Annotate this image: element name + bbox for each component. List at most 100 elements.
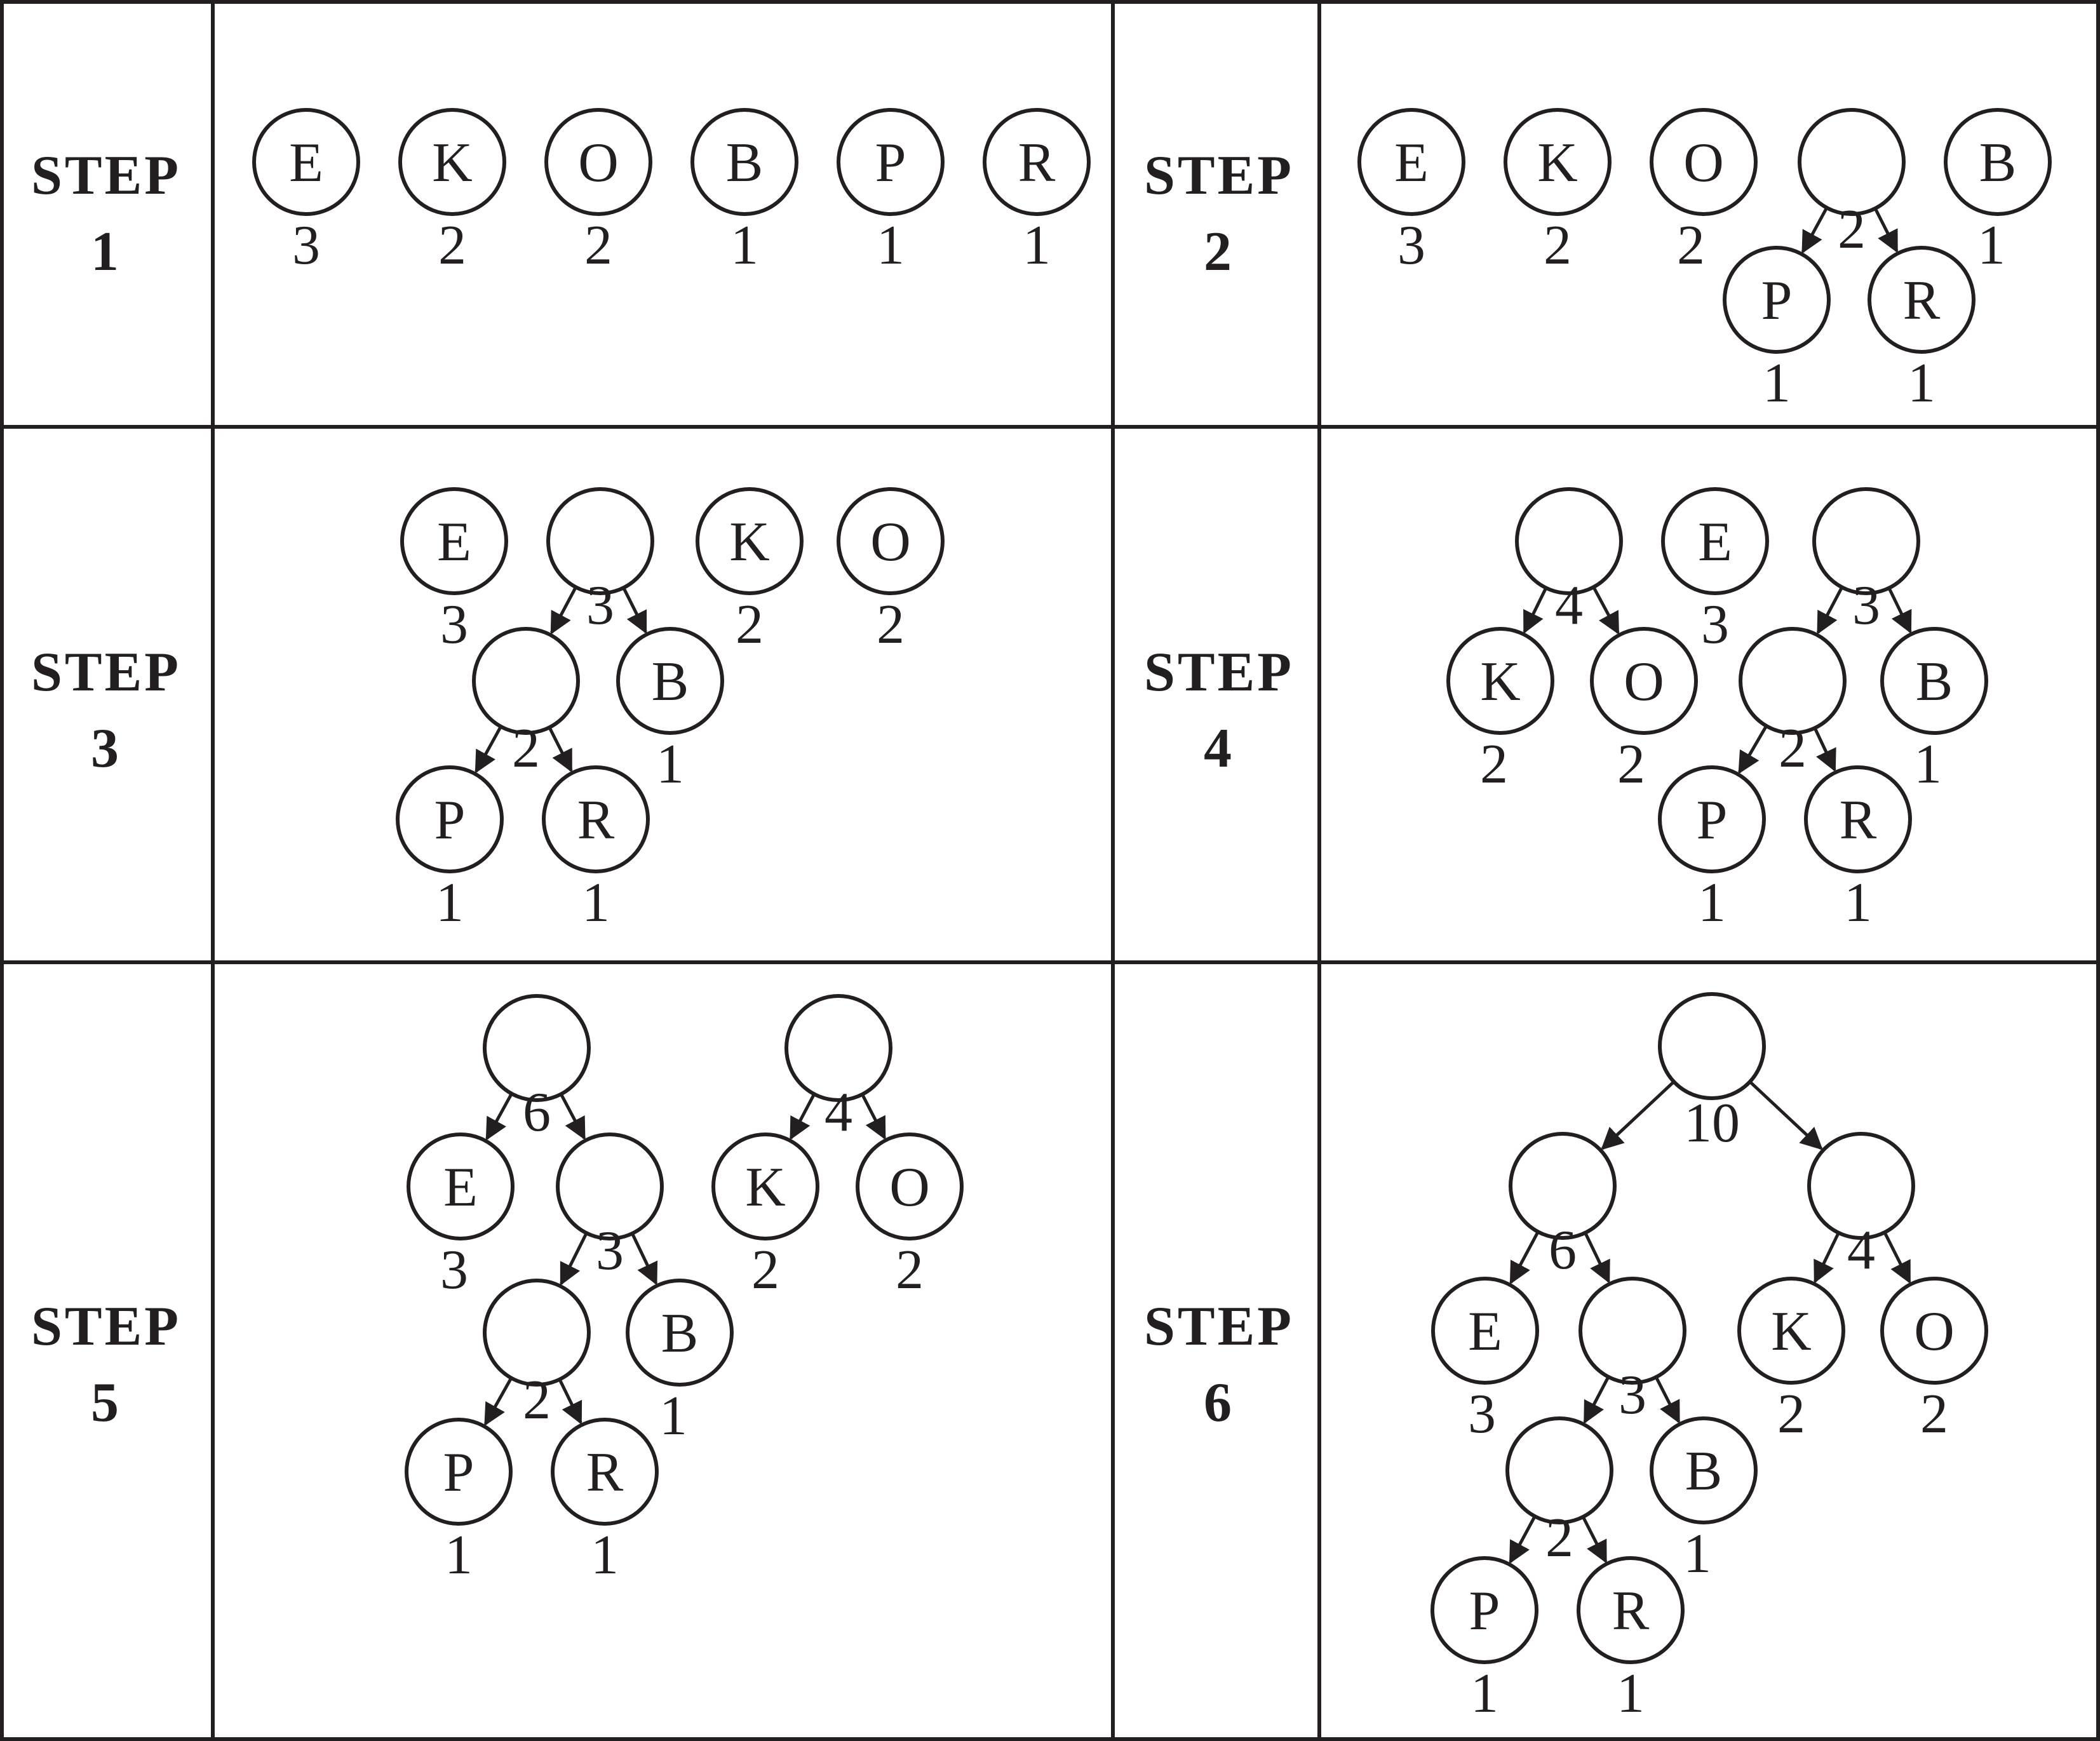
tree-edge-arrow xyxy=(558,1380,582,1425)
node-letter: P xyxy=(1697,790,1728,851)
node-weight: 3 xyxy=(440,1239,468,1301)
node-letter: O xyxy=(578,132,619,194)
node-letter: E xyxy=(437,511,471,573)
node-letter: E xyxy=(1698,511,1732,573)
tree-node-circle xyxy=(1868,246,1975,354)
step-2-number: 2 xyxy=(1204,221,1234,283)
node-letter: K xyxy=(432,132,473,194)
node-letter: O xyxy=(870,511,911,573)
step-5-number: 5 xyxy=(91,1372,121,1434)
tree-node-internal-10: 10 xyxy=(1658,992,1766,1154)
tree-node-internal-3: 3 xyxy=(1578,1277,1686,1426)
tree-edge-arrow xyxy=(483,1378,513,1427)
node-letter: K xyxy=(729,511,770,573)
tree-edge-arrow xyxy=(1584,1233,1610,1284)
node-letter: B xyxy=(726,132,764,194)
tree-node-r: R1 xyxy=(551,1418,659,1586)
tree-node-circle xyxy=(398,108,506,216)
step-2-label: STEP 2 xyxy=(1144,145,1291,283)
tree-edge-arrow xyxy=(560,1233,588,1286)
tree-node-r: R1 xyxy=(1804,765,1912,934)
tree-node-k: K2 xyxy=(1446,627,1554,795)
tree-node-circle xyxy=(1430,1556,1538,1664)
tree-node-r: R1 xyxy=(983,108,1091,276)
tree-node-circle xyxy=(1944,108,2052,216)
node-weight: 2 xyxy=(512,718,540,779)
tree-node-internal-3: 3 xyxy=(546,487,654,636)
node-letter: P xyxy=(1469,1580,1500,1642)
node-letter: R xyxy=(1840,790,1877,851)
node-letter: B xyxy=(661,1303,699,1364)
tree-node-k: K2 xyxy=(1504,108,1612,276)
tree-node-circle xyxy=(1804,765,1912,873)
tree-node-circle xyxy=(1739,627,1847,735)
tree-node-circle xyxy=(1880,627,1988,735)
node-letter: P xyxy=(434,790,466,851)
tree-node-circle xyxy=(1650,108,1758,216)
tree-node-p: P1 xyxy=(1723,246,1831,414)
node-weight: 2 xyxy=(896,1239,924,1301)
tree-node-e: E3 xyxy=(1661,487,1769,655)
tree-edge-arrow xyxy=(1888,588,1912,634)
tree-node-circle xyxy=(616,627,724,735)
node-letter: O xyxy=(1683,132,1724,194)
node-weight: 2 xyxy=(1777,1383,1805,1445)
tree-node-circle xyxy=(1807,1132,1915,1240)
node-letter: K xyxy=(1771,1301,1812,1362)
node-weight: 1 xyxy=(659,1385,687,1447)
tree-node-circle xyxy=(400,487,508,595)
step-1-word: STEP xyxy=(31,145,181,206)
tree-edge-arrow xyxy=(1749,1081,1823,1150)
tree-node-o: O2 xyxy=(1650,108,1758,276)
tree-node-p: P1 xyxy=(1658,765,1766,934)
tree-node-o: O2 xyxy=(856,1133,964,1301)
tree-node-e: E3 xyxy=(407,1133,515,1301)
node-weight: 6 xyxy=(523,1082,551,1143)
node-letter: B xyxy=(1916,651,1953,713)
node-weight: 1 xyxy=(1977,215,2005,276)
node-letter: K xyxy=(745,1157,786,1218)
tree-edge-arrow xyxy=(1601,1081,1674,1150)
tree-node-p: P1 xyxy=(405,1418,513,1586)
step-3-label: STEP 3 xyxy=(31,642,181,779)
node-weight: 1 xyxy=(1698,872,1726,934)
step-3-word: STEP xyxy=(31,642,181,703)
tree-node-internal-3: 3 xyxy=(1812,487,1920,636)
step-3-number: 3 xyxy=(91,718,121,779)
tree-node-k: K2 xyxy=(1737,1277,1845,1445)
tree-edge-arrow xyxy=(560,1094,586,1141)
tree-node-circle xyxy=(690,108,798,216)
tree-node-circle xyxy=(1661,487,1769,595)
step-6-number: 6 xyxy=(1204,1372,1234,1434)
node-weight: 3 xyxy=(292,215,320,276)
step-6-label: STEP 6 xyxy=(1144,1296,1291,1434)
node-weight: 10 xyxy=(1684,1092,1740,1154)
tree-node-circle xyxy=(856,1133,964,1240)
node-weight: 2 xyxy=(1617,734,1645,795)
tree-node-circle xyxy=(405,1418,513,1526)
tree-node-p: P1 xyxy=(396,765,504,934)
node-letter: E xyxy=(289,132,323,194)
tree-node-k: K2 xyxy=(711,1133,819,1301)
node-weight: 2 xyxy=(1480,734,1508,795)
node-letter: E xyxy=(443,1157,478,1218)
node-weight: 2 xyxy=(1838,199,1866,260)
tree-node-circle xyxy=(483,1279,591,1387)
tree-edge-arrow xyxy=(1883,1232,1911,1284)
tree-node-circle xyxy=(1505,1416,1613,1524)
tree-node-circle xyxy=(546,487,654,595)
tree-edge-arrow xyxy=(861,1094,886,1140)
node-letter: O xyxy=(1914,1301,1955,1362)
tree-edge-arrow xyxy=(550,587,577,635)
tree-node-circle xyxy=(483,994,591,1102)
node-weight: 1 xyxy=(445,1524,473,1586)
node-weight: 2 xyxy=(1779,718,1807,779)
node-letter: K xyxy=(1480,651,1521,713)
step-3-tree: E3 3 K2 O2 2 B1 P1 R1 xyxy=(396,487,945,934)
node-weight: 1 xyxy=(1844,872,1872,934)
tree-node-internal-4: 4 xyxy=(1515,487,1623,636)
tree-node-circle xyxy=(542,765,650,873)
node-weight: 1 xyxy=(436,872,464,934)
tree-node-e: E3 xyxy=(252,108,360,276)
